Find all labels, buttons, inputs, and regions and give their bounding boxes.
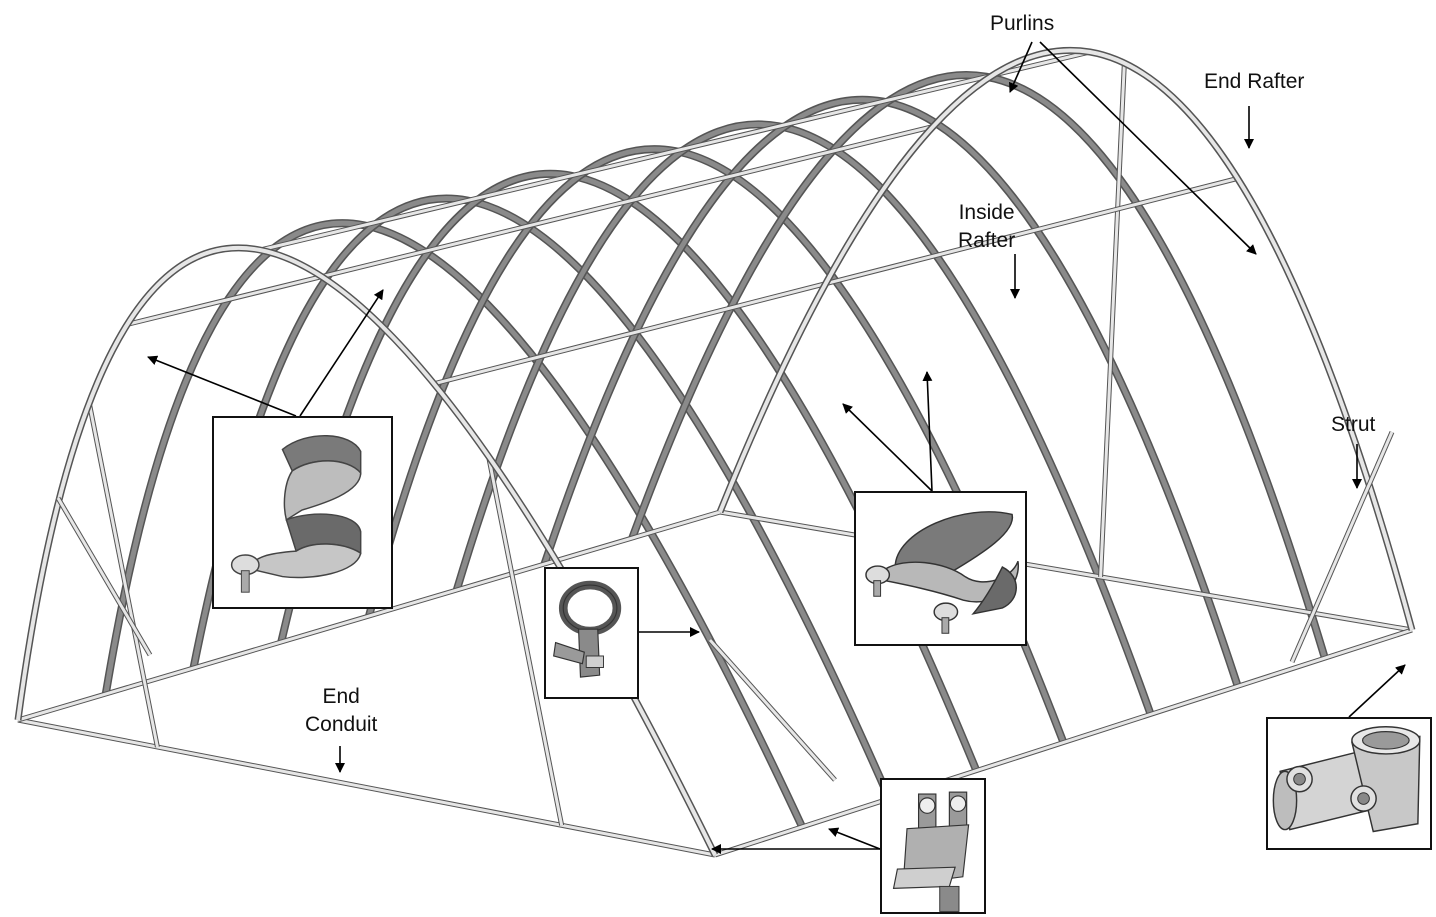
- hinge-bracket-icon: [892, 791, 970, 912]
- inset-band-clamp: [544, 567, 639, 699]
- purlin-fill-2: [433, 176, 1238, 386]
- end-post-fill-1: [487, 456, 564, 826]
- strut-text: Strut: [1331, 413, 1376, 436]
- callout-arrow-12: [828, 827, 881, 850]
- label-end-conduit: End Conduit: [305, 683, 377, 739]
- end-wall-posts: [86, 62, 1127, 826]
- end-rafter-text: End Rafter: [1204, 70, 1305, 93]
- inside-rafter-line2: Rafter: [958, 229, 1016, 252]
- purlin-fill-0: [126, 125, 934, 326]
- double-loop-clamp-icon: [230, 435, 362, 593]
- inside-rafter-outline: [101, 219, 806, 829]
- inset-ground-bracket: [880, 778, 986, 914]
- base-conduit-fill-1: [719, 510, 1413, 632]
- inset-tee-fitting: [1266, 717, 1432, 850]
- purlin-fill-1: [259, 50, 1091, 252]
- base-conduit-fill-0: [17, 718, 716, 857]
- inset-cross-clamp: [854, 491, 1027, 646]
- base-conduit-fill-2: [17, 510, 721, 722]
- label-strut: Strut: [1331, 411, 1375, 439]
- callout-arrow-7: [299, 289, 384, 417]
- label-inside-rafter: Inside Rafter: [958, 199, 1015, 255]
- label-end-rafter: End Rafter: [1204, 68, 1304, 96]
- callout-arrow-1: [1039, 41, 1257, 255]
- strut-fill-1: [1290, 431, 1394, 663]
- callout-arrow-0: [1009, 41, 1033, 93]
- end-conduit-line2: Conduit: [305, 713, 378, 736]
- inset-purlin-clamp: [212, 416, 393, 609]
- purlins-text: Purlins: [990, 12, 1055, 35]
- end-rafter: [16, 246, 717, 856]
- end-rafter-outline: [716, 46, 1416, 631]
- end-rafter: [718, 48, 1414, 631]
- callout-arrows: [147, 41, 1406, 854]
- strut-fill-2: [708, 639, 837, 781]
- end-conduit-line1: End: [322, 685, 360, 708]
- callout-arrow-8: [842, 403, 933, 492]
- struts: [55, 431, 1395, 782]
- end-post-fill-2: [1099, 63, 1126, 577]
- purlins: [126, 49, 1239, 387]
- band-clamp-icon: [553, 580, 622, 678]
- tee-connector-icon: [1272, 726, 1421, 833]
- end-post-fill-0: [87, 402, 159, 748]
- label-purlins: Purlins: [990, 10, 1054, 38]
- strut-fill-0: [56, 497, 152, 656]
- base-conduits: [17, 509, 1413, 858]
- callout-arrow-13: [1348, 664, 1406, 718]
- callout-arrow-9: [922, 371, 933, 492]
- end-rafters: [14, 46, 1416, 857]
- base-conduit-fill-3: [714, 628, 1413, 857]
- inside-rafter: [103, 220, 805, 828]
- inside-rafter-line1: Inside: [958, 201, 1015, 224]
- double-band-clamp-icon: [865, 511, 1019, 634]
- callout-arrow-6: [147, 355, 297, 417]
